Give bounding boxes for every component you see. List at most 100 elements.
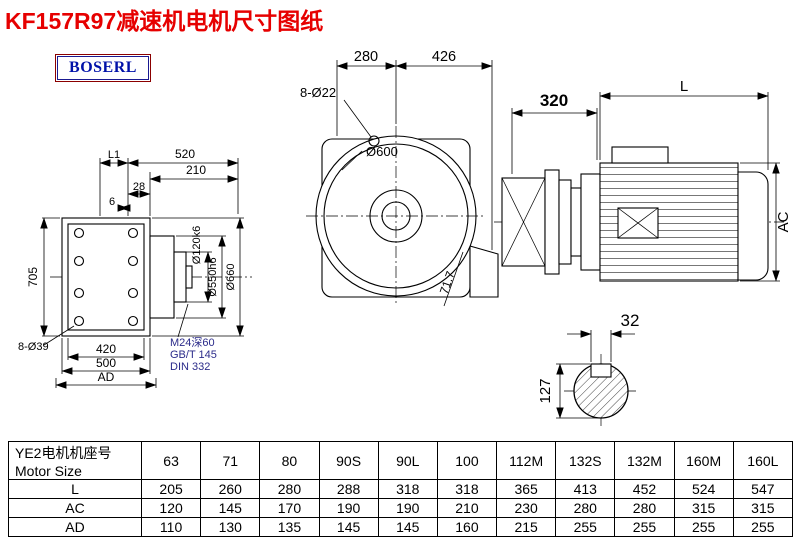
bolt-holes-label: 8-Ø22 xyxy=(300,85,336,100)
motor-flange xyxy=(580,173,601,271)
table-cell: 120 xyxy=(140,498,202,518)
thread-note-line1: M24深60 xyxy=(170,336,215,349)
side-view: 320 L AC xyxy=(494,78,792,282)
size-header: 160L xyxy=(732,441,794,480)
thread-note-line2: GB/T 145 xyxy=(170,349,217,361)
front-dimensions xyxy=(336,60,493,307)
flange-plate-inner xyxy=(67,223,145,331)
table-cell: 280 xyxy=(614,498,675,518)
adapter-ring-1 xyxy=(544,169,560,275)
keyway xyxy=(590,363,612,378)
table-row-AD: AD 110 130 135 145 145 160 215 255 255 2… xyxy=(8,517,794,537)
table-cell: 280 xyxy=(555,498,616,518)
spigot-fit-label: Ø550h6 xyxy=(207,257,219,296)
brand-logo: BOSERL xyxy=(55,54,151,82)
size-header: 80 xyxy=(259,441,320,480)
dia-600-label: Ø600 xyxy=(366,144,398,159)
table-cell: 280 xyxy=(259,479,320,499)
table-cell: 255 xyxy=(732,517,794,537)
table-cell: 170 xyxy=(259,498,320,518)
row-label: AD xyxy=(8,517,142,537)
top-dimensions xyxy=(99,158,239,216)
output-shaft-stub xyxy=(185,265,193,289)
size-header: 90L xyxy=(377,441,438,480)
left-view: L1 520 210 28 6 705 8-Ø39 420 500 AD xyxy=(18,147,252,389)
motor-size-header-cell: YE2电机机座号 Motor Size xyxy=(8,441,142,480)
row-label: L xyxy=(8,479,142,499)
table-cell: 190 xyxy=(377,498,438,518)
table-cell: 255 xyxy=(555,517,616,537)
fan-cover xyxy=(737,171,769,281)
table-cell: 230 xyxy=(496,498,557,518)
table-cell: 210 xyxy=(436,498,498,518)
table-cell: 145 xyxy=(318,517,379,537)
size-header: 132M xyxy=(614,441,675,480)
thread-note-line3: DIN 332 xyxy=(170,361,210,373)
size-header: 100 xyxy=(436,441,498,480)
table-cell: 288 xyxy=(318,479,379,499)
bolt-holes xyxy=(73,227,139,327)
flange-od-label: Ø660 xyxy=(225,264,237,291)
page-title: KF157R97减速机电机尺寸图纸 xyxy=(5,8,324,34)
height-dimension xyxy=(40,217,60,337)
table-cell: 318 xyxy=(436,479,498,499)
dim-L1-label: L1 xyxy=(108,149,120,161)
table-cell: 130 xyxy=(200,517,261,537)
holes-8d39-label: 8-Ø39 xyxy=(18,341,49,353)
header-cn: YE2电机机座号 xyxy=(15,444,112,461)
terminal-box xyxy=(611,146,669,164)
table-cell: 365 xyxy=(496,479,557,499)
side-dimensions xyxy=(511,92,780,282)
dim-6-label: 6 xyxy=(109,196,115,208)
dim-210-label: 210 xyxy=(186,163,206,177)
dim-AD-label: AD xyxy=(98,370,115,384)
dim-28-label: 28 xyxy=(133,181,145,193)
header-en: Motor Size xyxy=(15,462,82,479)
table-cell: 255 xyxy=(614,517,675,537)
table-cell: 215 xyxy=(496,517,557,537)
note-leader xyxy=(177,303,189,338)
size-header: 112M xyxy=(496,441,557,480)
shaft-section-view: 32 127 xyxy=(537,311,639,428)
row-label: AC xyxy=(8,498,142,518)
dim-280-label: 280 xyxy=(354,49,378,65)
table-cell: 135 xyxy=(259,517,320,537)
table-cell: 318 xyxy=(377,479,438,499)
dim-127-label: 127 xyxy=(537,378,554,403)
table-cell: 260 xyxy=(200,479,261,499)
table-cell: 145 xyxy=(377,517,438,537)
table-cell: 190 xyxy=(318,498,379,518)
section-dimensions xyxy=(556,330,635,419)
table-cell: 160 xyxy=(436,517,498,537)
size-header: 63 xyxy=(140,441,202,480)
dim-426-label: 426 xyxy=(432,49,456,65)
technical-drawing: L1 520 210 28 6 705 8-Ø39 420 500 AD xyxy=(18,49,792,428)
table-cell: 547 xyxy=(732,479,794,499)
size-header: 71 xyxy=(200,441,261,480)
housing-step2 xyxy=(173,251,187,303)
dim-520-label: 520 xyxy=(175,147,195,161)
table-cell: 524 xyxy=(673,479,734,499)
front-view: 280 426 8-Ø22 Ø600 71.7 xyxy=(300,49,499,307)
adapter-ring-3 xyxy=(570,187,582,257)
table-row-AC: AC 120 145 170 190 190 210 230 280 280 3… xyxy=(8,498,794,518)
dim-705-label: 705 xyxy=(26,267,40,287)
bottom-dimensions xyxy=(43,325,157,389)
flange-bolt-hole xyxy=(368,135,380,147)
table-row-L: L 205 260 280 288 318 318 365 413 452 52… xyxy=(8,479,794,499)
table-cell: 110 xyxy=(140,517,202,537)
diameter-dimensions xyxy=(152,217,244,337)
dim-420-label: 420 xyxy=(96,342,116,356)
size-header: 132S xyxy=(555,441,616,480)
dim-500-label: 500 xyxy=(96,356,116,370)
table-cell: 315 xyxy=(732,498,794,518)
housing-step xyxy=(149,235,175,319)
table-cell: 145 xyxy=(200,498,261,518)
dim-320-label: 320 xyxy=(540,91,568,110)
table-cell: 255 xyxy=(673,517,734,537)
dim-32-label: 32 xyxy=(621,311,640,330)
brand-logo-text: BOSERL xyxy=(69,59,137,76)
table-cell: 205 xyxy=(140,479,202,499)
size-header: 160M xyxy=(673,441,734,480)
mounting-foot xyxy=(469,245,499,298)
